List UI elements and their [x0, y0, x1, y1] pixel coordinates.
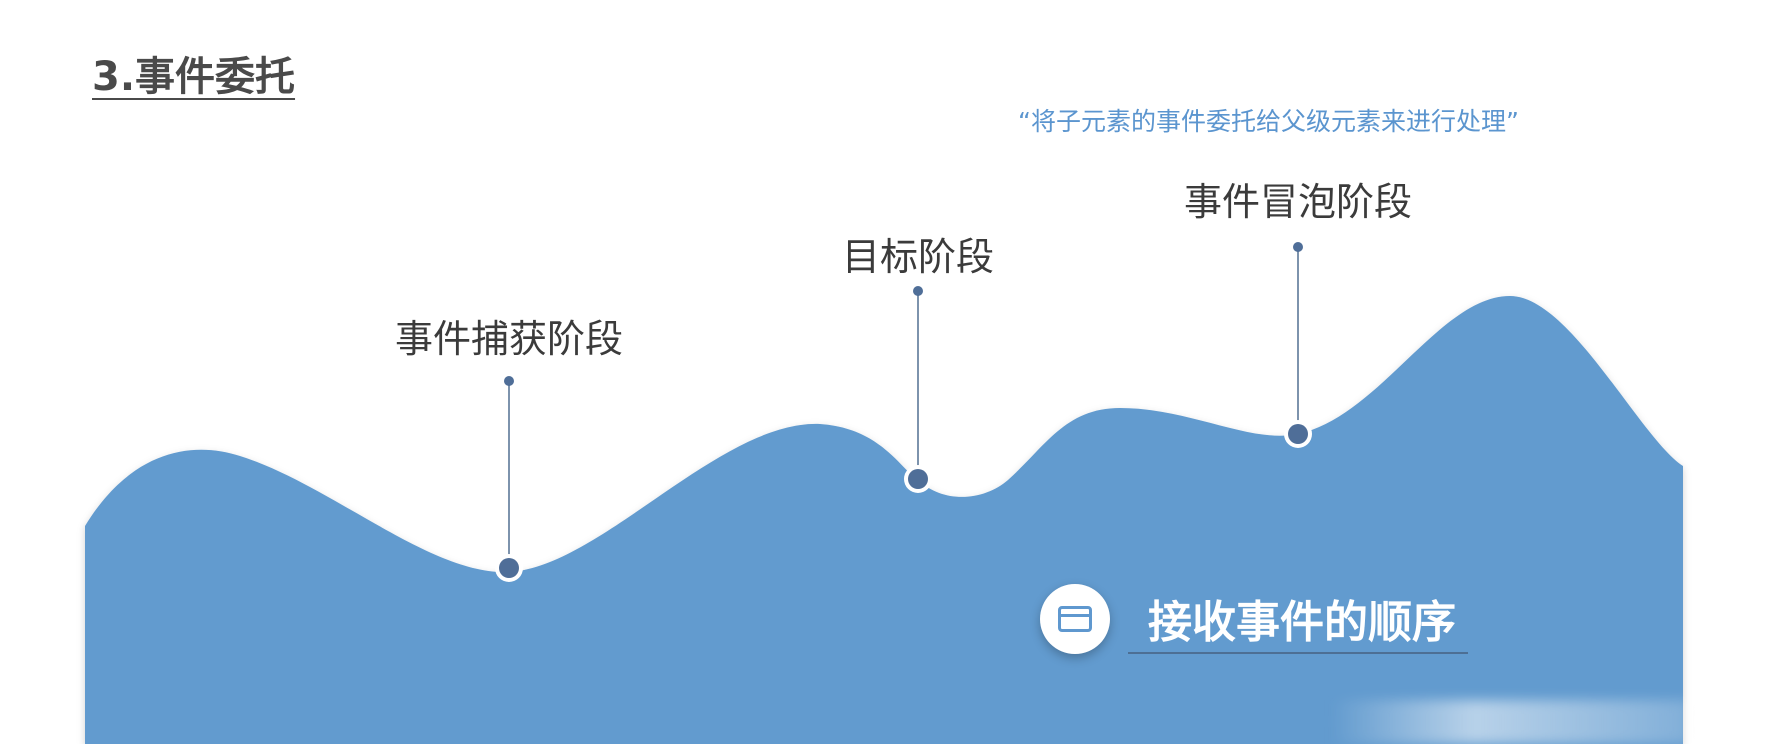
wave-shape: [85, 296, 1683, 744]
slide-title: 3.事件委托: [92, 54, 296, 100]
order-badge: [1040, 584, 1110, 654]
marker-dot: [1288, 424, 1308, 444]
order-underline: [1128, 652, 1468, 654]
order-label: 接收事件的顺序: [1148, 597, 1456, 648]
marker-pin: [1293, 242, 1303, 252]
stage-label-bubble: 事件冒泡阶段: [1183, 180, 1413, 224]
stage-marker-target: [904, 286, 932, 493]
marker-dot: [499, 558, 519, 578]
bottom-glow: [1330, 700, 1690, 744]
quote-text: “将子元素的事件委托给父级元素来进行处理”: [1018, 107, 1519, 136]
marker-pin: [913, 286, 923, 296]
stage-marker-bubble: [1284, 242, 1312, 448]
browser-window-icon: [1058, 606, 1092, 632]
stage-marker-capture: [495, 376, 523, 582]
stage-label-target: 目标阶段: [841, 235, 995, 279]
marker-dot: [908, 469, 928, 489]
marker-pin: [504, 376, 514, 386]
stage-label-capture: 事件捕获阶段: [394, 317, 624, 361]
